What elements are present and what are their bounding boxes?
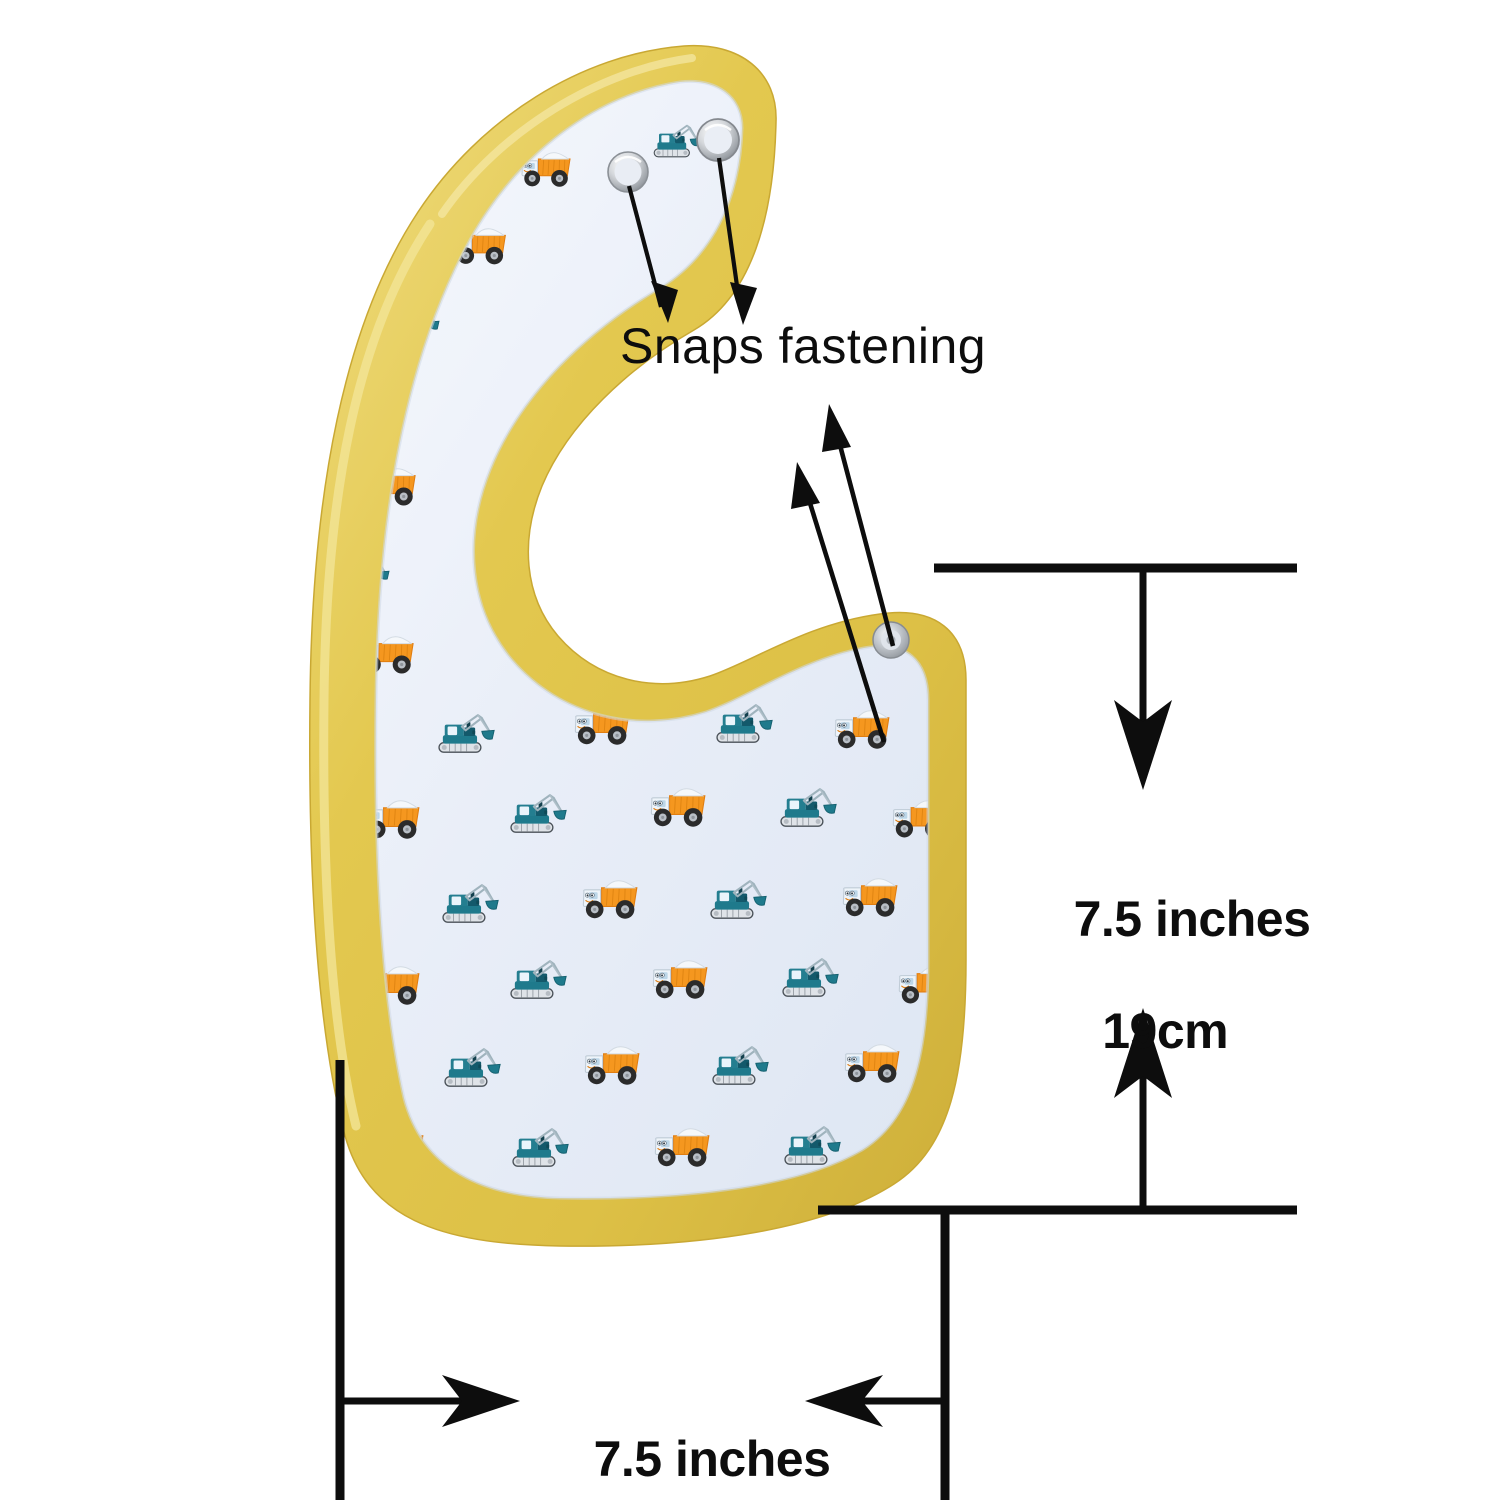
vertical-dimension-label: 7.5 inches 19cm [1020,835,1311,1171]
arrow-to-strap-snap-right [716,157,757,325]
bib-trim-highlight [319,219,435,1131]
dimension-vertical [818,563,1297,1215]
annotation-arrows [626,157,896,743]
vertical-dimension-inches: 7.5 inches [1073,891,1311,947]
bib-body [375,81,929,1199]
horizontal-dimension-inches: 7.5 inches [593,1431,831,1487]
arrow-to-side-snap-socket [822,404,896,647]
bib-trim-highlight-2 [438,54,696,218]
bib-body-inner-shade [374,79,930,1200]
dim-h-arrowhead-left [805,1375,883,1427]
strap-snap-left[interactable] [607,151,649,193]
arrow-to-strap-snap-left [626,185,678,323]
strap-snap-right[interactable] [696,118,740,162]
dimension-horizontal [335,1060,950,1500]
horizontal-dimension-label: 7.5 inches 19cm [540,1375,831,1500]
arrow-to-side-snap-stud [791,462,887,743]
dim-h-arrowhead-right [442,1375,520,1427]
bib-product [309,44,967,1247]
snaps-fastening-label: Snaps fastening [620,318,987,374]
dim-v-arrowhead-down [1114,700,1172,790]
dim-v-arrowhead-up [1114,1008,1172,1098]
vertical-dimension-cm: 19cm [1102,1003,1229,1059]
